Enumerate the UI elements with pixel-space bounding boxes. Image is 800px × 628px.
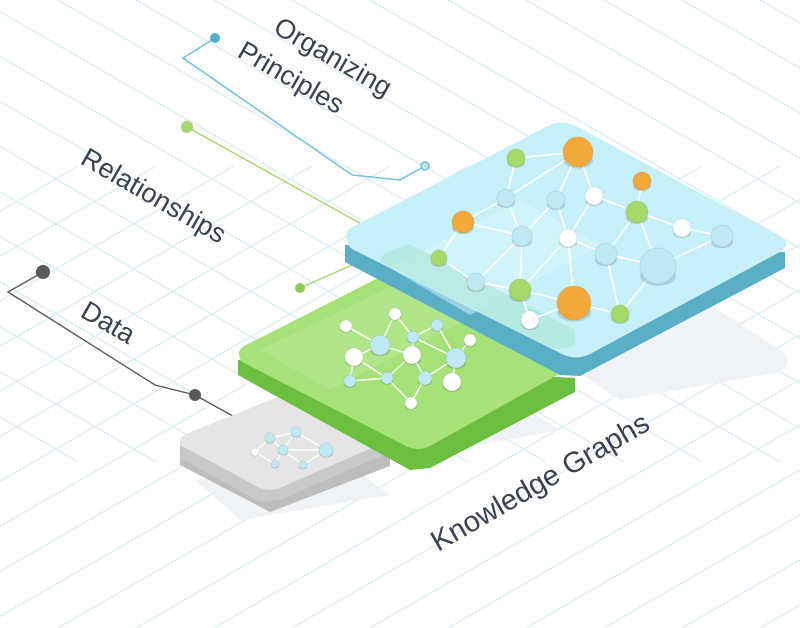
graph-node bbox=[388, 307, 402, 321]
graph-node bbox=[496, 188, 516, 208]
graph-node bbox=[632, 171, 652, 191]
graph-edge bbox=[475, 235, 523, 283]
graph-edge bbox=[349, 377, 388, 382]
relationships-layer bbox=[238, 269, 575, 470]
graph-node bbox=[672, 218, 692, 238]
graph-node bbox=[404, 396, 418, 410]
graph-node bbox=[277, 444, 289, 456]
graph-node bbox=[451, 210, 475, 234]
organizing-leader-line bbox=[181, 37, 426, 181]
graph-node bbox=[445, 347, 467, 369]
graph-node bbox=[562, 136, 594, 168]
graph-node bbox=[511, 225, 533, 247]
data-dot-icon bbox=[36, 265, 50, 279]
graph-node bbox=[610, 304, 630, 324]
graph-node bbox=[710, 224, 734, 248]
graph-node bbox=[264, 432, 276, 444]
relationships-graph bbox=[339, 307, 477, 410]
graph-edge bbox=[519, 237, 569, 291]
organizing-end-dot-icon bbox=[420, 161, 430, 171]
graph-node bbox=[584, 186, 604, 206]
relationships-end-dot-icon bbox=[295, 283, 305, 293]
relationships-dot-icon bbox=[181, 121, 193, 133]
graph-node bbox=[463, 333, 477, 347]
data-graph bbox=[250, 426, 334, 470]
graph-node bbox=[430, 318, 444, 332]
graph-node bbox=[380, 371, 394, 385]
graph-node bbox=[290, 426, 302, 438]
graph-node bbox=[639, 247, 677, 285]
data-leader-line bbox=[6, 271, 241, 421]
graph-node bbox=[556, 285, 592, 321]
graph-node bbox=[417, 370, 433, 386]
graph-node bbox=[430, 249, 448, 267]
organizing-dot-icon bbox=[210, 33, 220, 43]
graph-node bbox=[343, 374, 357, 388]
graph-node bbox=[546, 190, 566, 210]
data-end-dot-icon bbox=[189, 389, 201, 401]
organizing-principles-layer bbox=[345, 122, 786, 376]
graph-node bbox=[402, 345, 422, 365]
graph-node bbox=[558, 228, 578, 248]
graph-node bbox=[270, 459, 280, 469]
graph-node bbox=[506, 148, 526, 168]
organizing-principles-graph bbox=[430, 136, 734, 330]
graph-node bbox=[344, 347, 364, 367]
graph-node bbox=[594, 242, 618, 266]
graph-node bbox=[250, 447, 260, 457]
graph-node bbox=[369, 334, 391, 356]
graph-node bbox=[625, 200, 649, 224]
graph-node bbox=[339, 319, 353, 333]
graph-node bbox=[520, 310, 540, 330]
relationships-label: Relationships bbox=[76, 142, 231, 249]
graph-node bbox=[466, 272, 486, 292]
graph-node bbox=[318, 442, 334, 458]
graph-node bbox=[508, 278, 532, 302]
graph-node bbox=[298, 460, 308, 470]
graph-node bbox=[442, 372, 462, 392]
graph-node bbox=[406, 330, 420, 344]
